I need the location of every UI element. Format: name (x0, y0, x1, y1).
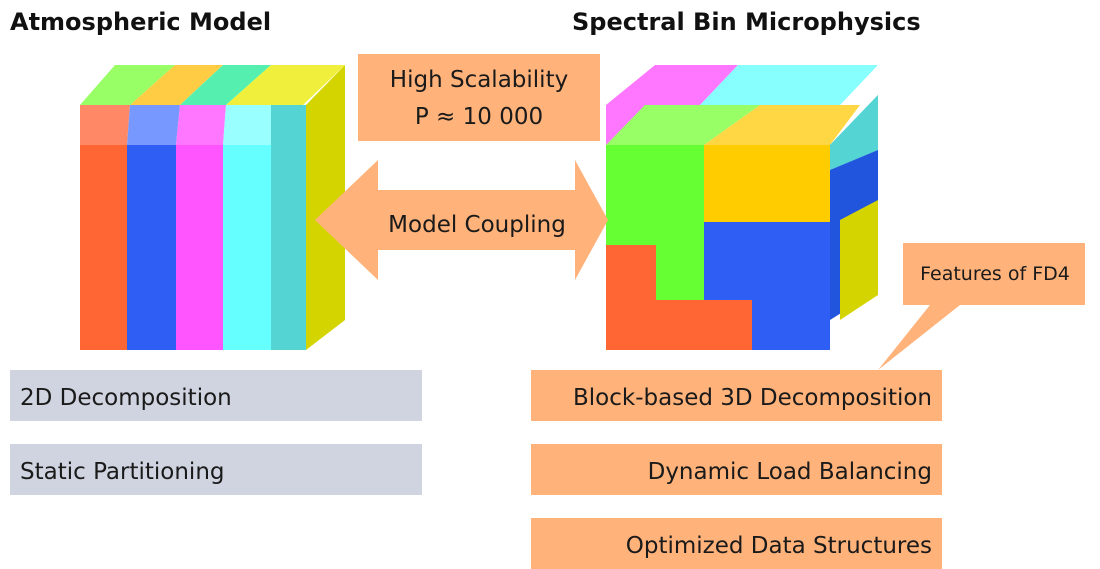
cube-top-band (80, 105, 130, 145)
left-model-title: Atmospheric Model (10, 8, 271, 36)
fd4-callout (878, 243, 1085, 370)
cube-top-block (700, 65, 878, 105)
cube-front-block (606, 145, 704, 300)
right-feature-box (531, 518, 942, 569)
cube-side-block (830, 95, 878, 170)
fd4-callout-label: Features of FD4 (920, 263, 1070, 285)
cube-top-block (704, 105, 860, 145)
cube-column (80, 145, 127, 350)
right-feature-box (531, 370, 942, 421)
cube-top-band (176, 105, 226, 145)
right-model-title: Spectral Bin Microphysics (572, 8, 921, 36)
spectral-bin-cube (606, 65, 878, 350)
atmospheric-model-cube (80, 65, 345, 350)
cube-front-block (606, 245, 752, 350)
cube-top-strip (226, 65, 345, 105)
cube-column (176, 145, 223, 350)
model-coupling-label: Model Coupling (388, 212, 566, 238)
cube-front-block (704, 145, 830, 222)
scalability-line2: P ≈ 10 000 (415, 104, 543, 130)
left-feature-box (10, 444, 422, 495)
cube-top-block (606, 105, 760, 145)
cube-top-band (223, 105, 275, 145)
left-feature-label: 2D Decomposition (20, 385, 232, 411)
scalability-box (358, 54, 600, 141)
cube-top-band (127, 105, 180, 145)
cube-top-strip (180, 65, 271, 105)
cube-top-strip (80, 65, 175, 105)
cube-column (223, 145, 271, 350)
scalability-line1: High Scalability (390, 67, 568, 93)
cube-side-face (271, 105, 306, 350)
right-feature-box (531, 444, 942, 495)
right-feature-label: Dynamic Load Balancing (648, 459, 932, 485)
cube-side-face (306, 65, 345, 350)
cube-top-strip (130, 65, 223, 105)
cube-column (127, 145, 176, 350)
model-coupling-arrow (315, 160, 608, 280)
right-feature-label: Optimized Data Structures (626, 533, 932, 559)
left-feature-label: Static Partitioning (20, 459, 225, 485)
right-feature-label: Block-based 3D Decomposition (573, 385, 932, 411)
left-feature-box (10, 370, 422, 421)
cube-side-block (840, 200, 878, 320)
